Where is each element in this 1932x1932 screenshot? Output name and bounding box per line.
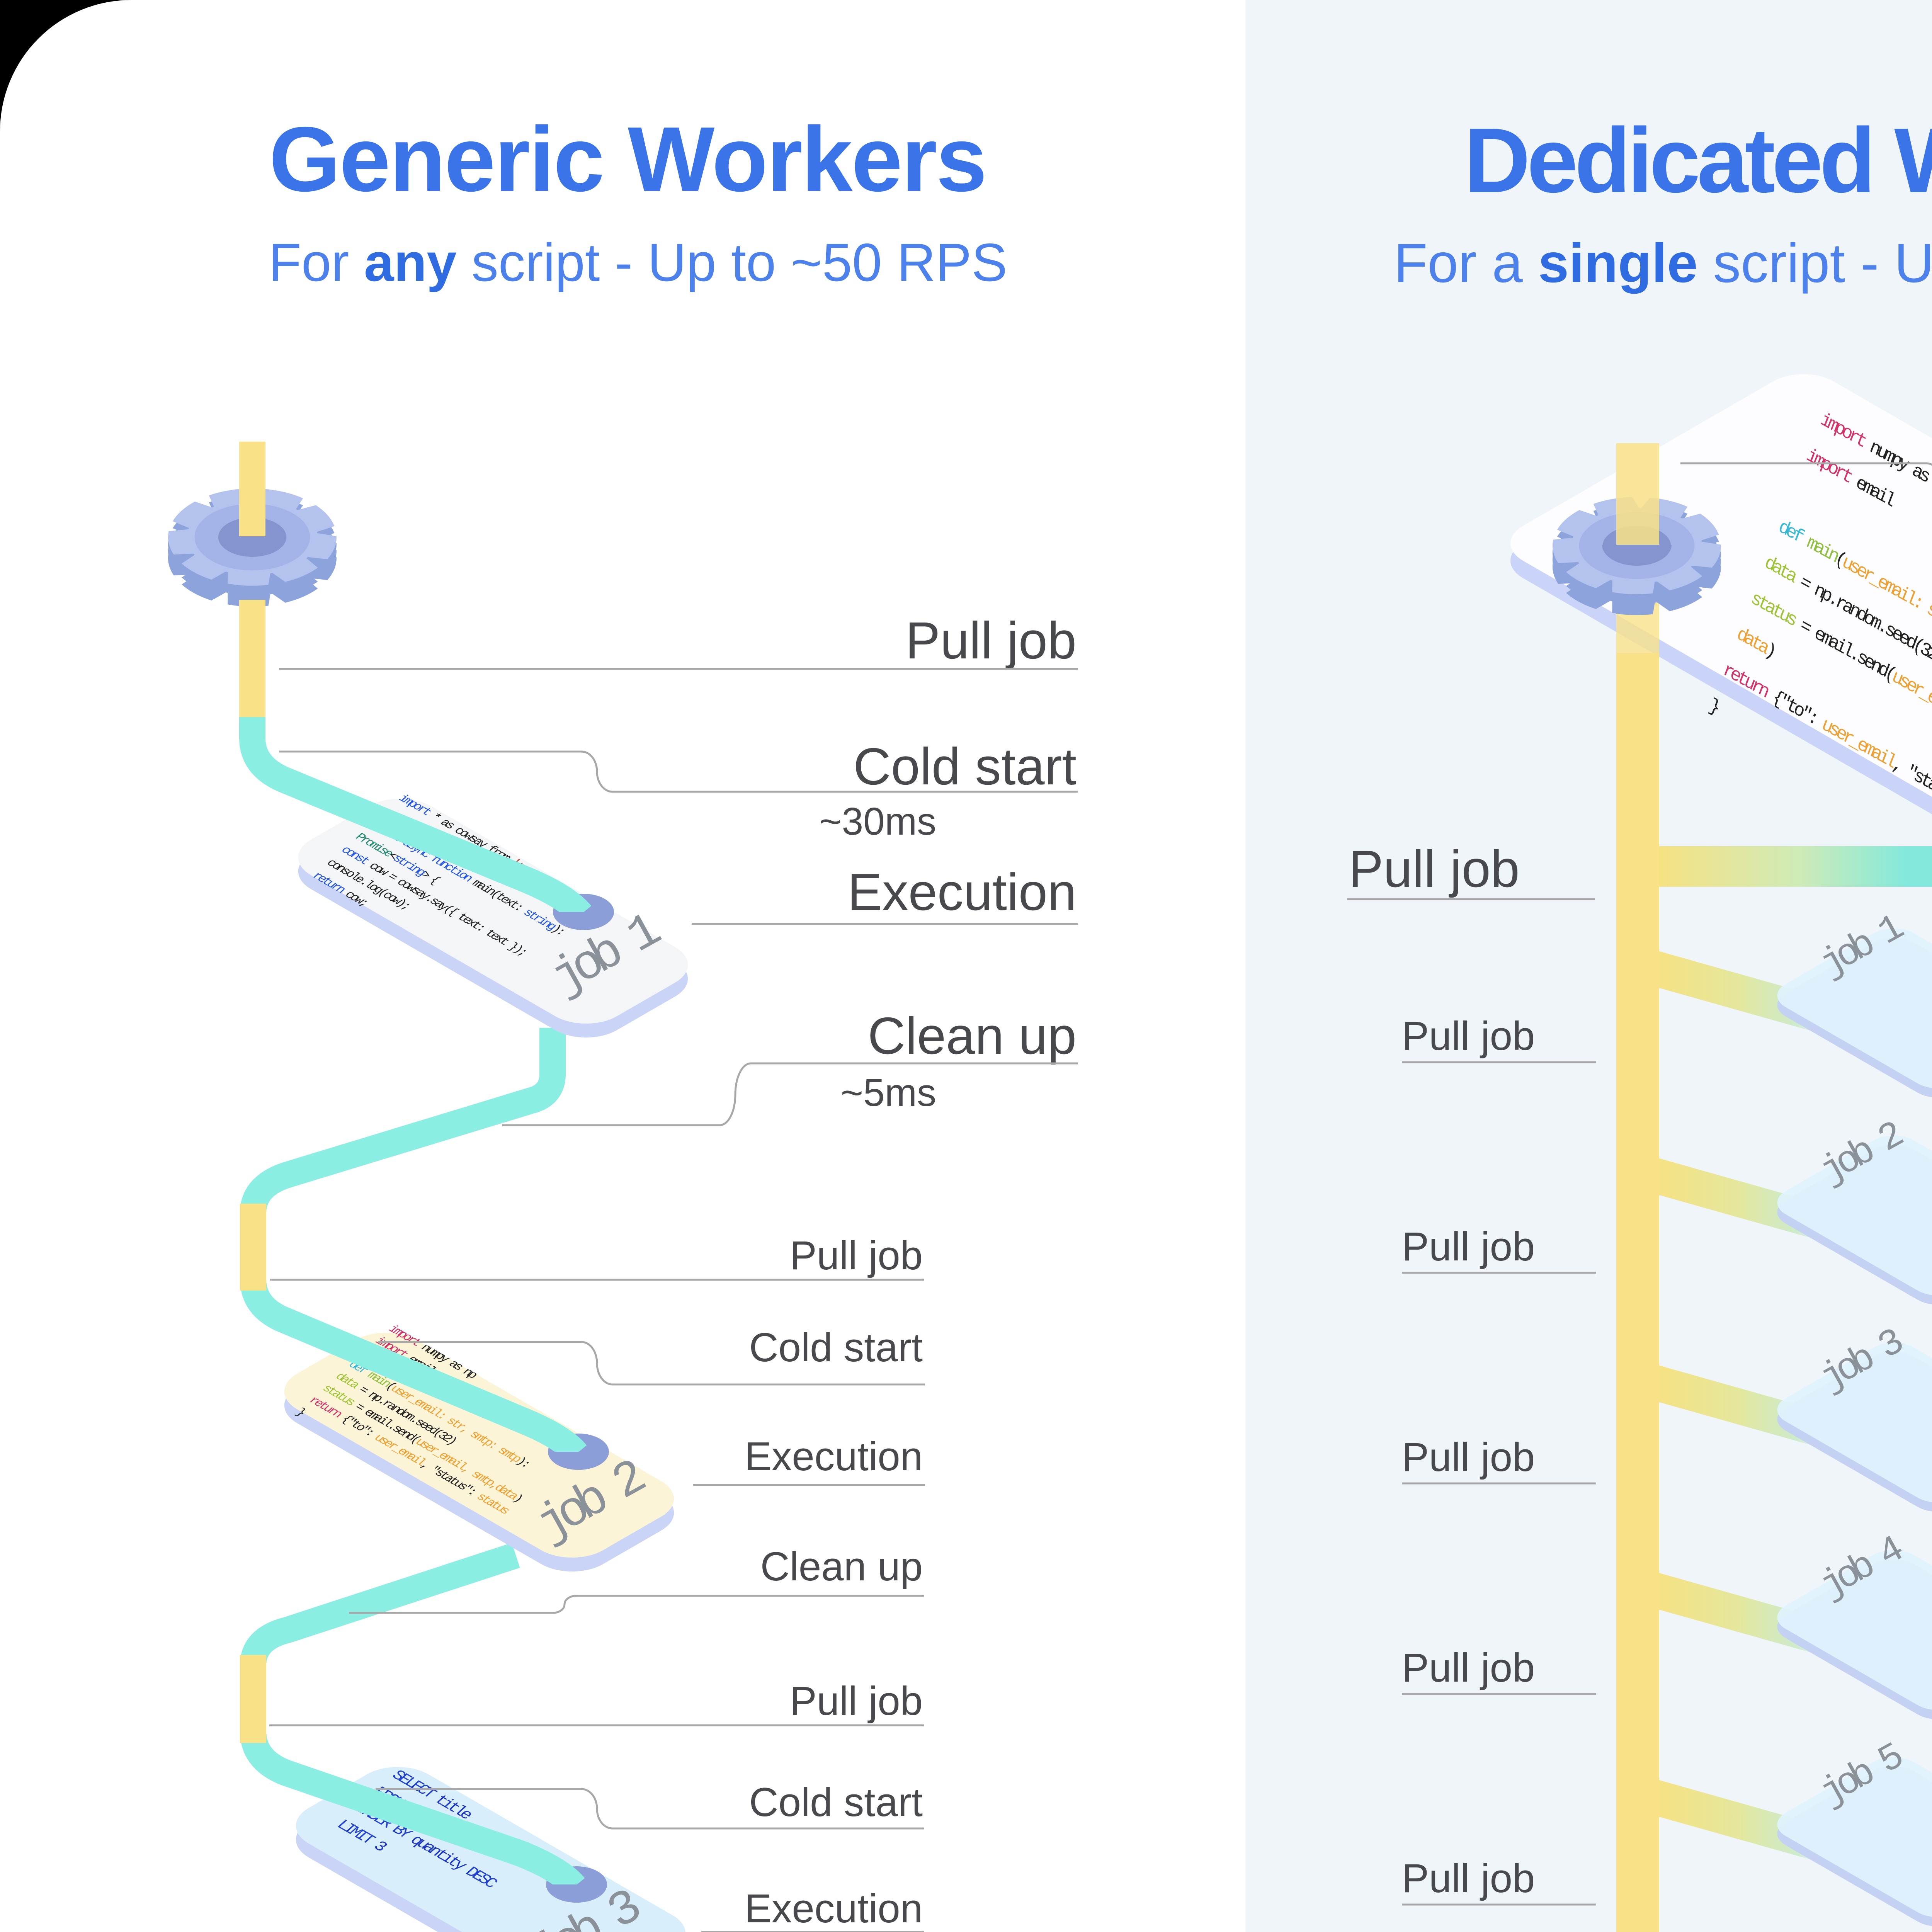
svg-text:Execution: Execution [847,863,1077,921]
svg-text:Pull job: Pull job [1349,840,1520,898]
svg-text:Cold start: Cold start [749,1325,923,1370]
svg-text:Execution: Execution [745,1886,923,1931]
svg-text:Pull job: Pull job [1402,1224,1535,1269]
svg-text:~5ms: ~5ms [841,1071,936,1114]
svg-text:Pull job: Pull job [790,1679,923,1724]
svg-text:Generic Workers: Generic Workers [269,108,986,211]
svg-text:~30ms: ~30ms [819,800,936,843]
svg-text:Pull job: Pull job [1402,1435,1535,1480]
svg-text:Clean up: Clean up [760,1544,923,1589]
svg-text:Pull job: Pull job [905,611,1077,670]
svg-text:Cold start: Cold start [853,737,1077,796]
svg-text:Pull job: Pull job [790,1233,923,1278]
svg-text:For a single script - Up to ~1: For a single script - Up to ~1,000 RPS [1394,233,1932,294]
svg-text:For any script - Up to ~50 RPS: For any script - Up to ~50 RPS [269,233,1007,293]
svg-text:Pull job: Pull job [1402,1645,1535,1690]
svg-text:Execution: Execution [745,1434,923,1479]
svg-text:Dedicated Workers: Dedicated Workers [1464,109,1932,212]
svg-text:Pull job: Pull job [1402,1014,1535,1059]
svg-text:Cold start: Cold start [749,1780,923,1825]
svg-text:Pull job: Pull job [1402,1856,1535,1901]
svg-text:Clean up: Clean up [868,1007,1077,1065]
